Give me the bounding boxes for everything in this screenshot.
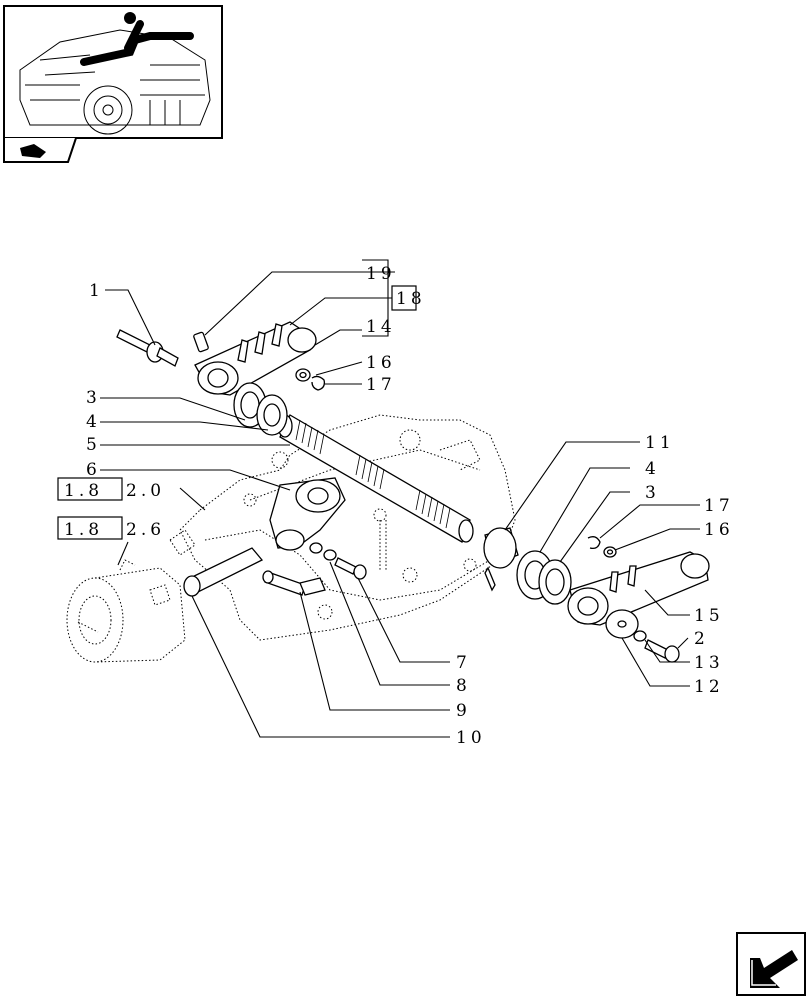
label-8: 8 bbox=[456, 676, 471, 696]
next-page-arrow-icon bbox=[750, 950, 798, 988]
label-6: 6 bbox=[86, 460, 101, 480]
thumbnail-overview[interactable] bbox=[3, 5, 223, 139]
label-bracket-18 bbox=[362, 259, 417, 337]
label-16-upper: 16 bbox=[366, 353, 396, 373]
ref-a-tail-text[interactable]: 2.0 bbox=[126, 481, 165, 501]
label-11: 11 bbox=[645, 433, 675, 453]
circlip-17-right[interactable] bbox=[587, 536, 601, 550]
leader-lines bbox=[100, 271, 700, 738]
label-7: 7 bbox=[456, 653, 471, 673]
label-17-right: 17 bbox=[704, 496, 734, 516]
label-2: 2 bbox=[694, 629, 709, 649]
lever-10[interactable] bbox=[183, 547, 264, 597]
label-14: 14 bbox=[366, 317, 396, 337]
label-10: 10 bbox=[456, 728, 486, 748]
label-18: 18 bbox=[396, 289, 426, 309]
label-5: 5 bbox=[86, 435, 101, 455]
washer-16-upper[interactable] bbox=[295, 368, 311, 382]
internal-arm-6[interactable] bbox=[269, 477, 346, 551]
label-9: 9 bbox=[456, 701, 471, 721]
label-3-right: 3 bbox=[645, 483, 660, 503]
circlip-17-upper[interactable] bbox=[311, 375, 326, 391]
ref-a-box-text[interactable]: 1.8 bbox=[64, 481, 103, 501]
label-4-right: 4 bbox=[645, 459, 660, 479]
bolt-7[interactable] bbox=[334, 557, 367, 580]
lift-shaft[interactable] bbox=[277, 414, 474, 543]
label-15: 15 bbox=[694, 606, 724, 626]
label-17-upper: 17 bbox=[366, 375, 396, 395]
label-12: 12 bbox=[694, 677, 724, 697]
label-4-left: 4 bbox=[86, 412, 101, 432]
bushing-4-left[interactable] bbox=[256, 394, 288, 436]
seal-3-right[interactable] bbox=[538, 559, 572, 605]
washer-13[interactable] bbox=[633, 630, 647, 642]
label-1: 1 bbox=[89, 281, 104, 301]
label-3-left: 3 bbox=[86, 388, 101, 408]
bolt-2[interactable] bbox=[644, 639, 680, 663]
right-lift-arm[interactable] bbox=[567, 551, 710, 626]
left-lift-arm[interactable] bbox=[194, 321, 317, 396]
label-16-right: 16 bbox=[704, 520, 734, 540]
washer-12[interactable] bbox=[605, 609, 639, 639]
pin-9[interactable] bbox=[262, 570, 326, 596]
pin-19[interactable] bbox=[193, 331, 209, 353]
next-page-button[interactable] bbox=[736, 932, 806, 996]
ref-b-box-text[interactable]: 1.8 bbox=[64, 520, 103, 540]
hydraulic-cylinder bbox=[66, 559, 186, 663]
ref-b-tail-text[interactable]: 2.6 bbox=[126, 520, 165, 540]
washer-8[interactable] bbox=[309, 542, 337, 561]
thumbnail-tab[interactable] bbox=[3, 137, 77, 163]
screw-1[interactable] bbox=[116, 329, 179, 367]
label-13: 13 bbox=[694, 653, 724, 673]
washer-16-right[interactable] bbox=[603, 546, 617, 558]
ref-link-1-8-2-6[interactable] bbox=[57, 516, 123, 540]
book-icon bbox=[20, 144, 46, 158]
ref-link-1-8-2-0[interactable] bbox=[57, 477, 123, 501]
bushing-11[interactable] bbox=[483, 527, 519, 592]
label-19: 19 bbox=[366, 264, 396, 284]
